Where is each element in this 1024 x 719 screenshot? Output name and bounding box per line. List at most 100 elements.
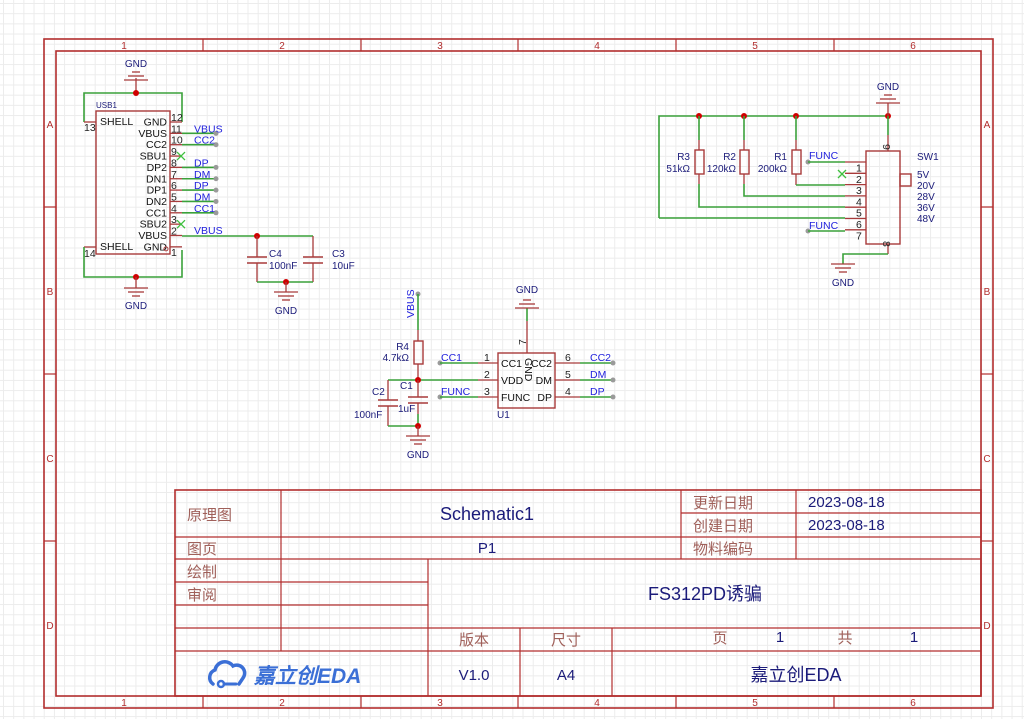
net-label: CC2 (590, 352, 611, 364)
zone-col-4-bottom: 4 (594, 698, 600, 709)
pin-num: 5 (565, 369, 571, 381)
net-port (213, 130, 219, 136)
net-port (213, 187, 219, 193)
usb1-body (95, 110, 171, 255)
resistor-r1[interactable]: R1 200kΩ (758, 116, 845, 186)
zone-col-5-bottom: 5 (752, 698, 758, 709)
pin-num: 10 (171, 135, 183, 147)
net-label: CC2 (194, 135, 215, 147)
svg-text:U1: U1 (497, 410, 510, 421)
net-label: DP (590, 386, 605, 398)
pin-num: 2 (856, 174, 862, 186)
svg-text:GND: GND (125, 59, 147, 70)
pin-num: 1 (484, 352, 490, 364)
capacitor-c1[interactable]: C1 1uF (398, 380, 428, 426)
zone-col-1: 1 (121, 41, 127, 52)
net-label: DP (194, 157, 209, 169)
net-port (213, 176, 219, 182)
zone-col-2: 2 (279, 41, 285, 52)
page-value: P1 (478, 540, 496, 557)
zone-row-a-right: A (984, 120, 991, 131)
version-value: V1.0 (459, 667, 490, 684)
capacitor-c3[interactable]: C3 10uF (303, 236, 355, 282)
project-title[interactable]: FS312PD诱骗 (648, 584, 762, 604)
created-label: 创建日期 (693, 518, 753, 535)
wire-sw-top (658, 115, 888, 218)
capacitor-c4[interactable]: C4 100nF (247, 236, 297, 282)
pin-name: SHELL (100, 116, 133, 128)
pin-num: 14 (84, 248, 96, 260)
svg-text:C2: C2 (372, 387, 385, 398)
pin-num: 4 (565, 386, 571, 398)
svg-text:100nF: 100nF (269, 261, 297, 272)
net-label-func: FUNC (441, 386, 471, 398)
pin-name: DN2 (146, 196, 167, 208)
total-label: 共 (837, 630, 852, 647)
capacitor-c2[interactable]: C2 100nF (354, 380, 398, 426)
net-label: CC1 (194, 203, 215, 215)
pin-num: 13 (84, 122, 96, 134)
voltage-option: 48V (917, 214, 935, 225)
version-label: 版本 (459, 632, 489, 649)
no-connect-icon (176, 219, 186, 229)
pin-dot (163, 246, 169, 252)
schematic-name[interactable]: Schematic1 (440, 504, 534, 524)
pin-num: 5 (171, 191, 177, 203)
svg-text:R4: R4 (396, 342, 409, 353)
total-value: 1 (910, 629, 918, 646)
size-value: A4 (557, 667, 575, 684)
zone-row-d-right: D (983, 621, 990, 632)
net-label: DP (194, 180, 209, 192)
gnd-symbol-sw-top: GND (876, 82, 900, 116)
zone-row-c: C (46, 454, 53, 465)
no-connect-icon (176, 151, 186, 161)
updated-label: 更新日期 (693, 495, 753, 512)
net-label-func: FUNC (809, 150, 839, 162)
net-label: DM (590, 369, 606, 381)
svg-text:C3: C3 (332, 249, 345, 260)
pin-num: 1 (171, 247, 177, 259)
voltage-option: 36V (917, 203, 935, 214)
voltage-option: 20V (917, 181, 935, 192)
net-label: DM (194, 191, 210, 203)
pin-num: 4 (856, 196, 862, 208)
svg-text:R3: R3 (677, 152, 690, 163)
zone-col-6: 6 (910, 41, 916, 52)
pin-num: 3 (856, 185, 862, 197)
voltage-option: 28V (917, 192, 935, 203)
svg-text:GND: GND (877, 82, 899, 93)
resistor-r2[interactable]: R2 120kΩ (707, 116, 845, 197)
created-value: 2023-08-18 (808, 517, 885, 534)
resistor-r3[interactable]: R3 51kΩ (666, 116, 845, 208)
gnd-symbol-sw-bottom: GND (831, 263, 855, 289)
pin-num: 4 (171, 203, 177, 215)
gnd-symbol-caps: GND (274, 282, 298, 317)
voltage-option: 5V (917, 170, 930, 181)
svg-text:7: 7 (517, 339, 529, 345)
pin-num: 2 (171, 226, 177, 238)
zone-col-3-bottom: 3 (437, 698, 443, 709)
svg-text:GND: GND (407, 450, 429, 461)
gnd-symbol-u1-caps: GND (406, 426, 430, 461)
pin-name: DP (537, 392, 552, 404)
pin-name: DM (536, 375, 552, 387)
svg-text:GND: GND (522, 358, 534, 382)
pin-num: 2 (484, 369, 490, 381)
zone-row-a: A (47, 120, 54, 131)
pin-name: VBUS (138, 230, 167, 242)
part-label: 物料编码 (693, 541, 753, 558)
pin-name: CC1 (501, 358, 522, 370)
pin-num: 12 (171, 112, 183, 124)
svg-text:4.7kΩ: 4.7kΩ (383, 353, 410, 364)
pin-num: 5 (856, 208, 862, 220)
pin-name: VBUS (138, 128, 167, 140)
outer-frame (43, 38, 994, 709)
zone-col-4: 4 (594, 41, 600, 52)
net-port (610, 360, 616, 366)
